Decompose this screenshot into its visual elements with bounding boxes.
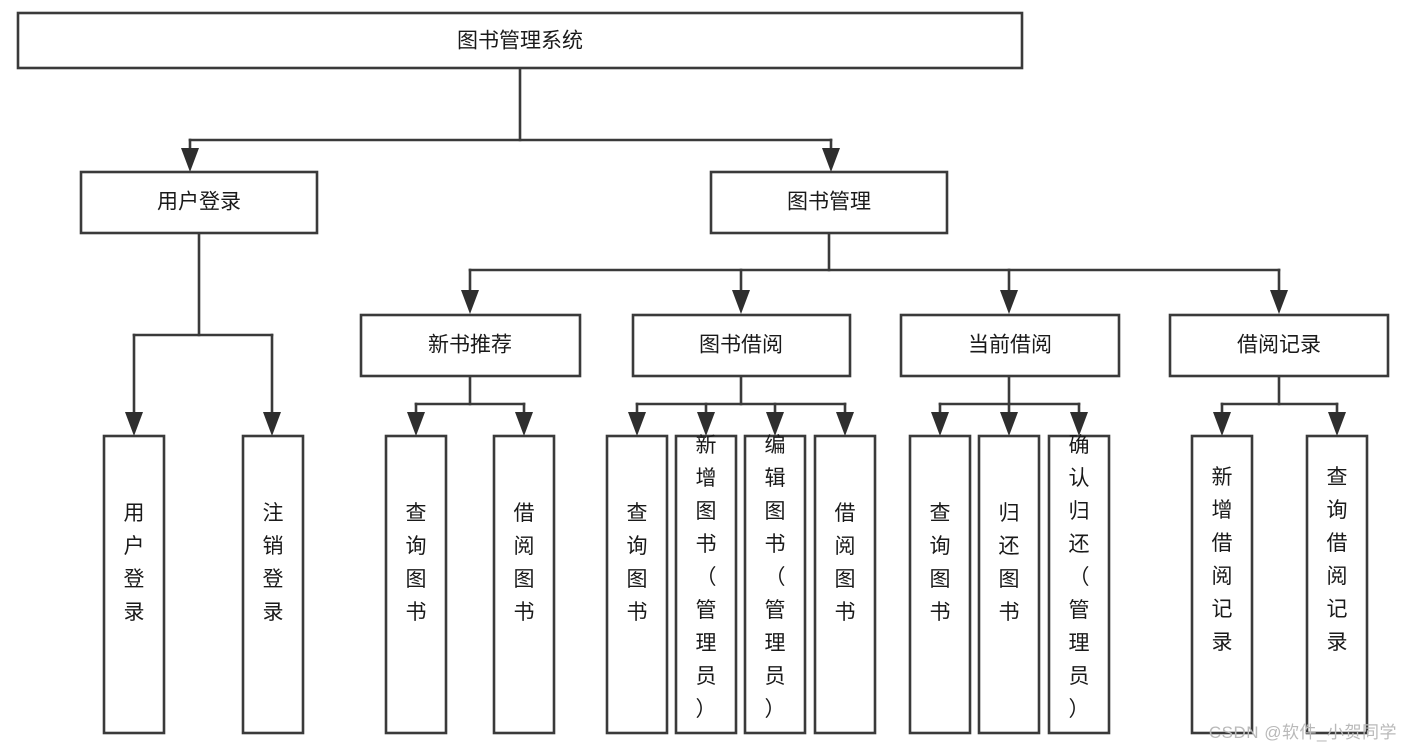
node-book-borrow-box[interactable] [631,313,852,378]
leaf-node-cb-return-book-box[interactable] [977,434,1041,735]
leaf-node-br-query-record-box[interactable] [1305,434,1369,735]
arrowhead-currentborrow [1000,290,1018,314]
leaf-node-bb-edit-book-label: 编辑图书（管理员） [765,434,786,721]
leaf-node-cb-return-book[interactable]: 归还图书 [977,434,1041,735]
arrowhead-bookborrow [732,290,750,314]
leaf-node-cb-return-book-label: 归还图书 [999,502,1020,624]
leaf-node-nb-query-book[interactable]: 查询图书 [384,434,448,735]
leaf-node-cb-query-book[interactable]: 查询图书 [908,434,972,735]
leaf-node-nb-borrow-book-label: 借阅图书 [514,502,535,624]
leaf-node-bb-add-book-box[interactable] [674,434,738,735]
arrowhead-leaf-cb-confirm [1070,412,1088,436]
node-root-box[interactable] [16,11,1024,70]
arrowhead-leaf-cb-return [1000,412,1018,436]
leaf-node-cb-confirm-return-label: 确认归还（管理员） [1069,434,1090,721]
arrowhead-leaf-bb-add [697,412,715,436]
csdn-watermark: CSDN @软件_小贺同学 [1208,723,1397,742]
arrowhead-leaf-bb-query [628,412,646,436]
leaf-node-logout-label: 注销登录 [263,502,284,624]
leaf-node-br-add-record-box[interactable] [1190,434,1254,735]
leaf-node-bb-query-book[interactable]: 查询图书 [605,434,669,735]
node-user-login-label: 用户登录 [157,191,241,214]
node-new-book-recommend[interactable]: 新书推荐 [359,313,582,378]
node-current-borrow[interactable]: 当前借阅 [899,313,1121,378]
arrowhead-newbook [461,290,479,314]
node-book-management-label: 图书管理 [787,191,871,214]
leaf-node-bb-add-book-label: 新增图书（管理员） [696,434,717,721]
node-root[interactable]: 图书管理系统 [16,11,1024,70]
node-root-label: 图书管理系统 [457,30,583,53]
leaf-node-bb-edit-book-box[interactable] [743,434,807,735]
leaf-node-bb-borrow-book-box[interactable] [813,434,877,735]
arrowhead-leaf-bb-borrow [836,412,854,436]
node-new-book-recommend-box[interactable] [359,313,582,378]
node-borrow-record-label: 借阅记录 [1237,334,1321,357]
node-book-management[interactable]: 图书管理 [709,170,949,235]
leaf-node-bb-query-book-label: 查询图书 [627,502,648,624]
leaf-node-br-query-record-label: 查询借阅记录 [1327,466,1348,654]
node-borrow-record[interactable]: 借阅记录 [1168,313,1390,378]
arrowhead-leaf-nb-borrow [515,412,533,436]
node-user-login[interactable]: 用户登录 [79,170,319,235]
arrowhead-bookmgmt [822,148,840,172]
node-user-login-box[interactable] [79,170,319,235]
arrowhead-leaf-br-add [1213,412,1231,436]
leaf-node-user-login[interactable]: 用户登录 [102,434,166,735]
leaf-node-br-add-record[interactable]: 新增借阅记录 [1190,434,1254,735]
arrowhead-leaf-cb-query [931,412,949,436]
node-current-borrow-box[interactable] [899,313,1121,378]
node-book-management-box[interactable] [709,170,949,235]
leaf-node-nb-borrow-book[interactable]: 借阅图书 [492,434,556,735]
leaf-node-bb-borrow-book-label: 借阅图书 [835,502,856,624]
arrowhead-userlogin [181,148,199,172]
arrowhead-leaf-user-logout [263,412,281,436]
connector-layer [125,66,1346,436]
leaf-node-user-login-label: 用户登录 [124,502,145,624]
arrowhead-leaf-br-query [1328,412,1346,436]
leaf-node-nb-query-book-box[interactable] [384,434,448,735]
arrowhead-leaf-user-login [125,412,143,436]
leaf-node-logout[interactable]: 注销登录 [241,434,305,735]
leaf-node-nb-borrow-book-box[interactable] [492,434,556,735]
arrowhead-leaf-nb-query [407,412,425,436]
arrowhead-leaf-bb-edit [766,412,784,436]
node-new-book-recommend-label: 新书推荐 [428,334,512,357]
node-book-borrow-label: 图书借阅 [699,334,783,357]
leaf-node-cb-confirm-return[interactable]: 确认归还（管理员） [1047,434,1111,735]
leaf-node-bb-query-book-box[interactable] [605,434,669,735]
leaf-node-br-add-record-label: 新增借阅记录 [1212,466,1233,654]
leaf-node-cb-query-book-box[interactable] [908,434,972,735]
node-borrow-record-box[interactable] [1168,313,1390,378]
arrowhead-borrowrecord [1270,290,1288,314]
leaf-node-bb-borrow-book[interactable]: 借阅图书 [813,434,877,735]
leaf-node-br-query-record[interactable]: 查询借阅记录 [1305,434,1369,735]
leaf-node-bb-edit-book[interactable]: 编辑图书（管理员） [743,434,807,735]
leaf-node-nb-query-book-label: 查询图书 [406,502,427,624]
node-book-borrow[interactable]: 图书借阅 [631,313,852,378]
leaf-node-cb-confirm-return-box[interactable] [1047,434,1111,735]
leaf-node-user-login-box[interactable] [102,434,166,735]
node-current-borrow-label: 当前借阅 [968,334,1052,357]
leaf-node-logout-box[interactable] [241,434,305,735]
leaf-node-bb-add-book[interactable]: 新增图书（管理员） [674,434,738,735]
leaf-node-cb-query-book-label: 查询图书 [930,502,951,624]
